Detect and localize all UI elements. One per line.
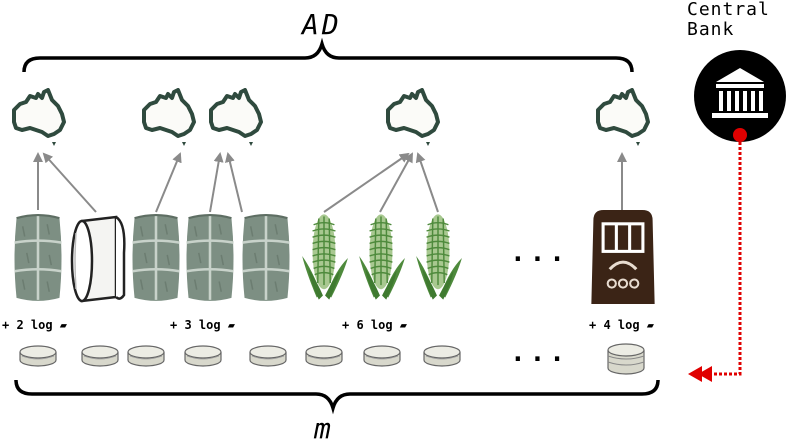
money-supply-label: m xyxy=(314,412,331,445)
gain-label: + 6 log ▰ xyxy=(342,318,408,332)
hay-bale-icon xyxy=(241,213,291,303)
flow-arrowhead xyxy=(698,366,712,382)
arrow xyxy=(155,152,182,213)
coin-stack-icon xyxy=(607,343,645,375)
australia-map-icon xyxy=(386,88,440,148)
australia-map-icon xyxy=(12,88,66,148)
bottom-brace xyxy=(14,379,660,415)
production-arrows xyxy=(33,152,627,213)
money-supply-flow xyxy=(688,128,747,382)
arrow xyxy=(225,152,243,213)
arrow xyxy=(323,152,410,213)
arrow xyxy=(42,152,97,213)
gain-label: + 4 log ▰ xyxy=(589,318,655,332)
coin-icon xyxy=(363,345,401,367)
australia-map-icon xyxy=(209,88,263,148)
coin-icon xyxy=(81,345,119,367)
coin-icon xyxy=(249,345,287,367)
hay-bale-icon xyxy=(131,213,181,303)
map-icons xyxy=(12,88,650,148)
australia-map-icon xyxy=(596,88,650,148)
central-bank-label-line2: Bank xyxy=(687,19,735,40)
australia-map-icon xyxy=(142,88,196,148)
coin-icon xyxy=(184,345,222,367)
coin-icon xyxy=(423,345,461,367)
corn-icon xyxy=(358,213,406,301)
flow-origin-dot xyxy=(733,128,747,142)
gain-label: + 2 log ▰ xyxy=(2,318,68,332)
paper-roll-icon xyxy=(70,215,126,303)
arrow xyxy=(379,152,413,213)
coin-icon xyxy=(127,345,165,367)
coin-icon xyxy=(305,345,343,367)
corn-icon xyxy=(415,213,463,301)
aggregate-demand-label: AD xyxy=(302,8,342,41)
ellipsis-goods: ... xyxy=(510,238,569,268)
top-brace xyxy=(22,37,634,73)
radio-icon xyxy=(589,208,657,306)
central-bank-icon xyxy=(694,50,786,142)
gain-label: + 3 log ▰ xyxy=(170,318,236,332)
coin-icon xyxy=(19,345,57,367)
ellipsis-money: ... xyxy=(510,338,569,368)
arrow xyxy=(209,152,224,213)
arrow xyxy=(415,152,439,213)
central-bank-label-line1: Central xyxy=(687,0,770,20)
corn-icon xyxy=(301,213,349,301)
hay-bale-icon xyxy=(185,213,235,303)
hay-bale-icon xyxy=(13,213,63,303)
flow-arrowhead xyxy=(688,366,702,382)
central-bank-label: Central Bank xyxy=(687,0,770,40)
flow-line xyxy=(712,142,742,376)
